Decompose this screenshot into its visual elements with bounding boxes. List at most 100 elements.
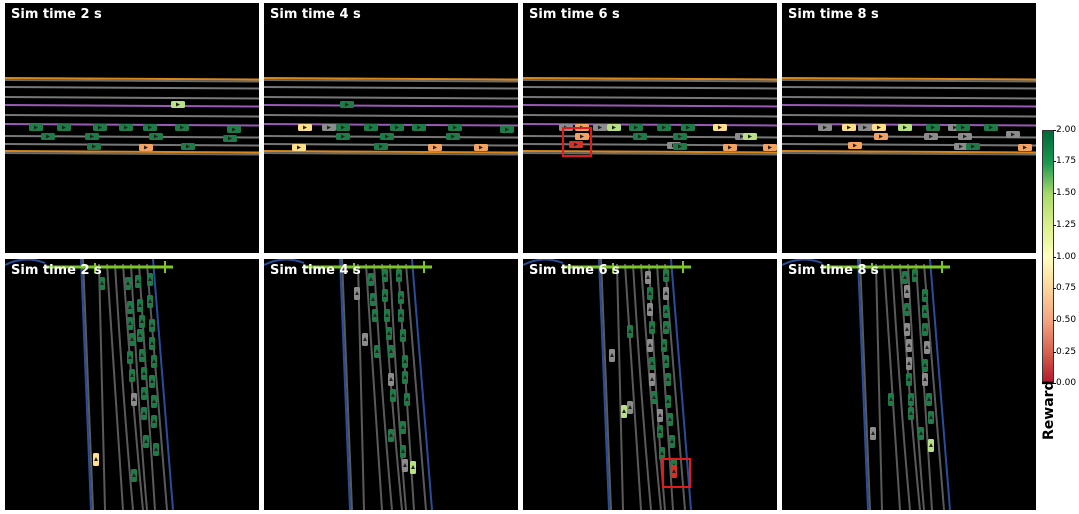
heading-arrow (909, 411, 913, 415)
heading-arrow (453, 125, 457, 130)
lane-line (264, 104, 518, 108)
heading-arrow (923, 327, 927, 331)
heading-arrow (648, 307, 652, 311)
road-boundary (857, 259, 869, 510)
lane-line (523, 135, 777, 139)
heading-arrow (748, 134, 752, 139)
heading-arrow (389, 349, 393, 353)
heading-arrow (718, 125, 722, 130)
lane-line (264, 96, 518, 100)
heading-arrow (401, 333, 405, 337)
lane-line (782, 135, 1036, 139)
heading-arrow (628, 329, 632, 333)
heading-arrow (634, 125, 638, 130)
heading-arrow (628, 405, 632, 409)
lane-line (264, 114, 518, 118)
heading-arrow (297, 145, 301, 150)
heading-arrow (375, 349, 379, 353)
panel-intersection-t6: Sim time 6 s (523, 259, 777, 510)
lane-centerline (664, 263, 686, 510)
heading-arrow (150, 341, 154, 345)
heading-arrow (399, 313, 403, 317)
heading-arrow (668, 417, 672, 421)
scene-highway-t8 (782, 77, 1036, 156)
heading-arrow (963, 134, 967, 139)
heading-arrow (905, 289, 909, 293)
lane-line (5, 152, 259, 156)
heading-arrow (371, 297, 375, 301)
heading-arrow (144, 145, 148, 150)
heading-arrow (664, 359, 668, 363)
heading-arrow (961, 125, 965, 130)
heading-arrow (391, 393, 395, 397)
heading-arrow (140, 353, 144, 357)
heading-arrow (923, 363, 927, 367)
heading-arrow (622, 409, 626, 413)
heading-arrow (612, 125, 616, 130)
lane-centerline (907, 263, 925, 510)
heading-arrow (907, 377, 911, 381)
heading-arrow (658, 413, 662, 417)
heading-arrow (373, 313, 377, 317)
lane-centerline (357, 263, 365, 510)
heading-arrow (128, 321, 132, 325)
heading-arrow (411, 465, 415, 469)
heading-arrow (132, 397, 136, 401)
road-boundary (80, 259, 92, 510)
heading-arrow (387, 331, 391, 335)
heading-arrow (909, 397, 913, 401)
heading-arrow (863, 125, 867, 130)
lane-line (523, 79, 777, 83)
lane-line (5, 143, 259, 147)
heading-arrow (355, 291, 359, 295)
heading-arrow (46, 134, 50, 139)
panel-title: Sim time 8 s (788, 7, 879, 22)
lane-line (782, 143, 1036, 147)
heading-arrow (929, 443, 933, 447)
heading-arrow (646, 275, 650, 279)
heading-arrow (927, 397, 931, 401)
heading-arrow (142, 391, 146, 395)
heading-arrow (903, 125, 907, 130)
lane-centerline (106, 263, 124, 510)
heading-arrow (903, 275, 907, 279)
heading-arrow (62, 125, 66, 130)
lane-line (5, 114, 259, 118)
heading-arrow (130, 337, 134, 341)
heading-arrow (686, 125, 690, 130)
panel-title: Sim time 4 s (270, 7, 361, 22)
scene-intersection-t4 (264, 259, 433, 510)
heading-arrow (574, 142, 578, 147)
heading-arrow (138, 303, 142, 307)
scene-intersection-t6 (523, 259, 692, 510)
lane-centerline (600, 259, 612, 510)
heading-arrow (403, 375, 407, 379)
heading-arrow (405, 397, 409, 401)
lane-line (264, 152, 518, 156)
road-boundary (598, 259, 610, 510)
panel-title: Sim time 2 s (11, 7, 102, 22)
lane-line (782, 77, 1036, 81)
panel-title: Sim time 4 s (270, 263, 361, 278)
lane-line (523, 96, 777, 100)
heading-arrow (658, 429, 662, 433)
panel-intersection-t2: Sim time 2 s (5, 259, 259, 510)
heading-arrow (479, 145, 483, 150)
lane-centerline (616, 263, 624, 510)
heading-arrow (664, 291, 668, 295)
heading-arrow (303, 125, 307, 130)
heading-arrow (650, 377, 654, 381)
heading-arrow (953, 125, 957, 130)
heading-arrow (150, 323, 154, 327)
lane-line (523, 150, 777, 154)
heading-arrow (660, 451, 664, 455)
heading-arrow (1023, 145, 1027, 150)
lane-line (782, 104, 1036, 108)
heading-arrow (152, 399, 156, 403)
lane-line (782, 79, 1036, 83)
heading-arrow (403, 359, 407, 363)
heading-arrow (148, 299, 152, 303)
lane-centerline (891, 263, 911, 510)
heading-arrow (923, 377, 927, 381)
heading-arrow (664, 273, 668, 277)
